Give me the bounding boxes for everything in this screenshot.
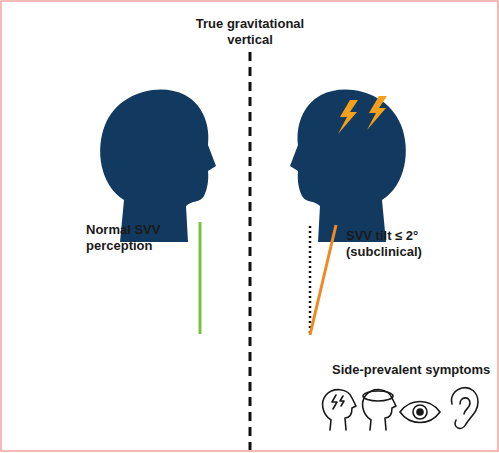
axis-title: True gravitational vertical (180, 16, 320, 48)
ear-icon (451, 388, 478, 429)
reference-vertical-dotted (309, 226, 312, 335)
affected-head (290, 89, 406, 242)
headache-icon (323, 390, 356, 430)
normal-svv-line (199, 222, 202, 334)
head-silhouettes (100, 89, 406, 242)
condition-label: Normal SVV perception (86, 222, 178, 254)
symptom-icons (323, 388, 478, 430)
lightning-bolt (338, 100, 358, 134)
tilted-svv-line (310, 225, 336, 335)
gravitational-vertical-line (249, 52, 252, 450)
lightning-bolts (338, 96, 387, 134)
symptoms-heading: Side-prevalent symptoms (332, 362, 492, 378)
dizziness-icon (363, 390, 396, 430)
condition-label: SVV tilt ≤ 2° (subclinical) (346, 228, 466, 260)
normal-head (100, 89, 216, 242)
eye-icon (400, 402, 440, 423)
lightning-bolt (367, 96, 387, 130)
